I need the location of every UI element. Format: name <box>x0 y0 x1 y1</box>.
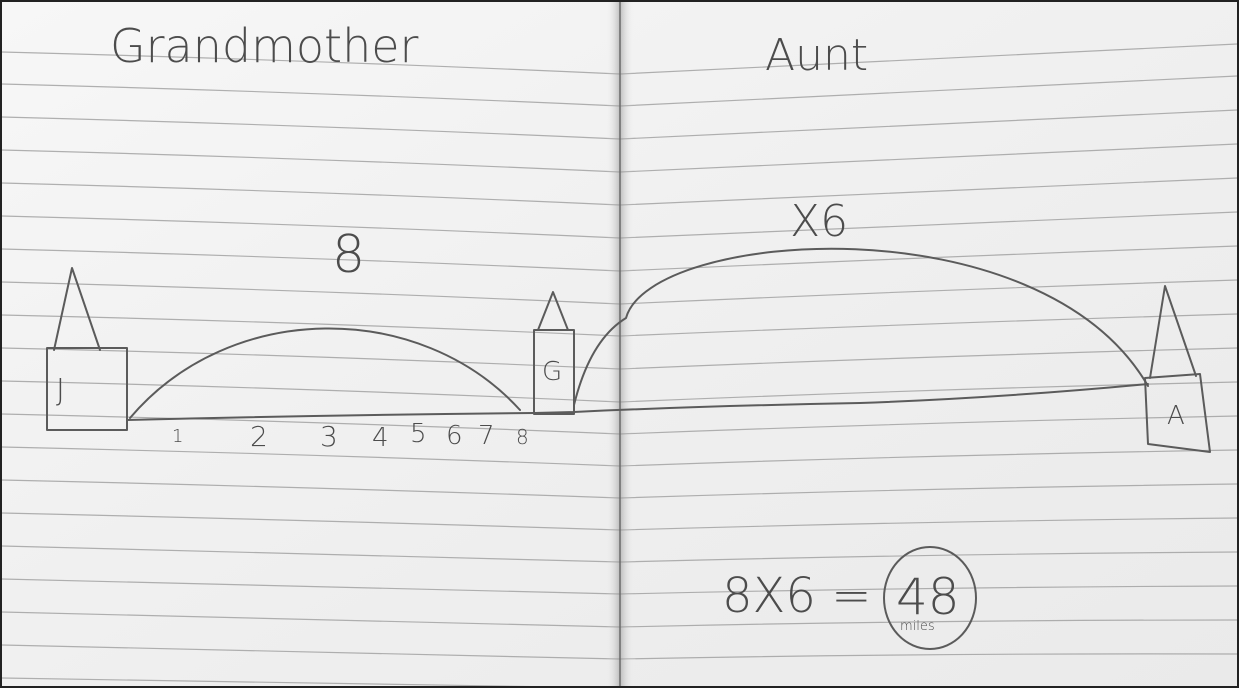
tick-label: 8 <box>516 425 529 449</box>
start-house-label: J <box>56 373 65 408</box>
number-line <box>126 383 1149 421</box>
answer-unit: miles <box>900 619 935 634</box>
tick-label: 5 <box>410 419 427 449</box>
grandmother-arc-label: 8 <box>332 225 365 285</box>
aunt-house-a <box>1144 373 1211 453</box>
aunt-house-roof <box>1149 285 1197 379</box>
aunt-arc-label: X6 <box>790 196 848 247</box>
tick-label: 7 <box>478 421 495 451</box>
answer-circle <box>883 546 977 650</box>
tick-label: 4 <box>372 423 389 453</box>
aunt-house-label: A <box>1167 401 1185 431</box>
aunt-arc <box>573 247 1149 406</box>
tick-label: 1 <box>172 426 183 447</box>
equation-text: 8X6 = <box>722 568 871 624</box>
grandmother-heading: Grandmother <box>110 19 419 73</box>
grandmother-house-roof <box>537 291 569 331</box>
tick-label: 3 <box>320 420 338 453</box>
grandmother-house-label: G <box>542 357 562 387</box>
tick-label: 6 <box>446 421 463 451</box>
start-house-j <box>46 347 128 431</box>
start-house-roof <box>53 267 101 351</box>
grandmother-arc <box>129 327 521 419</box>
aunt-heading: Aunt <box>765 30 868 81</box>
answer-value: 48 <box>896 568 960 626</box>
tick-label: 2 <box>250 420 268 453</box>
grandmother-house-g <box>533 329 575 415</box>
